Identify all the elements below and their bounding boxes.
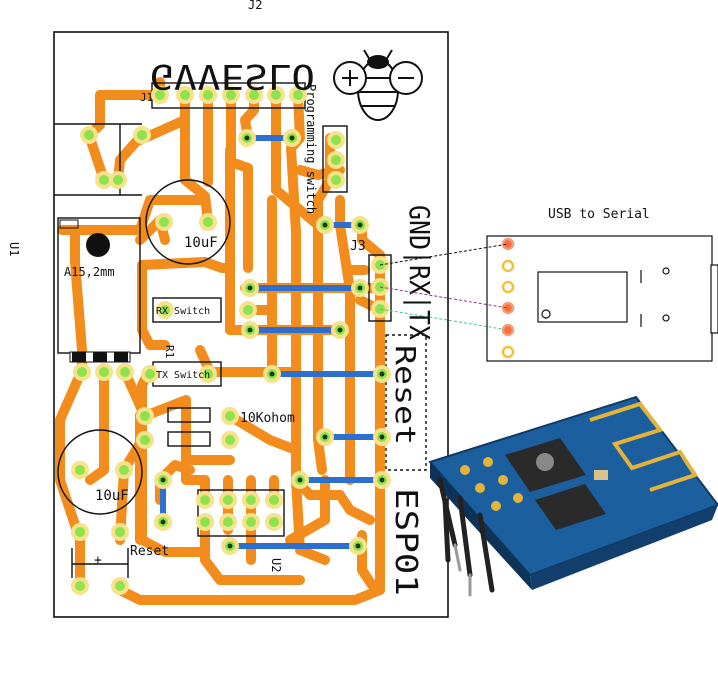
pad-center bbox=[203, 369, 213, 379]
label-rx-switch: RX Switch bbox=[156, 306, 210, 317]
label-regulator: A15,2mm bbox=[64, 265, 115, 279]
label-usb-to-serial: USB to Serial bbox=[548, 207, 650, 222]
label-programming-switch: Programming switch bbox=[304, 84, 318, 214]
drill-hole bbox=[357, 285, 363, 291]
board-title: GVVESLO bbox=[150, 56, 315, 96]
pad-center bbox=[331, 155, 341, 165]
pad-center bbox=[225, 411, 235, 421]
pad-center bbox=[155, 90, 165, 100]
pad-center bbox=[119, 465, 129, 475]
pads bbox=[71, 86, 391, 595]
usb-serial-pin bbox=[501, 280, 515, 294]
pad-center bbox=[200, 495, 210, 505]
drill-hole bbox=[160, 519, 166, 525]
label-cap-top: 10uF bbox=[184, 235, 218, 251]
pad-center bbox=[249, 90, 259, 100]
pad-center bbox=[180, 90, 190, 100]
drill-hole bbox=[160, 477, 166, 483]
pad-center bbox=[331, 175, 341, 185]
usb-serial-pin bbox=[501, 345, 515, 359]
pad-center bbox=[203, 90, 213, 100]
esp01-module-photo bbox=[428, 395, 718, 597]
pad-center bbox=[223, 495, 233, 505]
pad-center bbox=[145, 369, 155, 379]
pad-center bbox=[226, 90, 236, 100]
regulator-mount-hole bbox=[86, 233, 110, 257]
pad-center bbox=[75, 465, 85, 475]
pad-center bbox=[243, 305, 253, 315]
drill-hole bbox=[247, 327, 253, 333]
pad-center bbox=[140, 411, 150, 421]
bee-logo-icon bbox=[333, 49, 423, 121]
pad-center bbox=[246, 517, 256, 527]
pad-center bbox=[269, 495, 279, 505]
usb-serial-pin bbox=[501, 259, 515, 273]
usb-serial-pads bbox=[501, 237, 515, 359]
ref-u1: U1 bbox=[7, 242, 21, 256]
drill-hole bbox=[322, 434, 328, 440]
pad-center bbox=[115, 527, 125, 537]
regulator-pin bbox=[114, 352, 128, 362]
label-j3: J3 bbox=[350, 239, 366, 254]
ref-j2: J2 bbox=[248, 0, 262, 12]
drill-hole bbox=[337, 327, 343, 333]
label-resistor: 10Kohom bbox=[240, 411, 295, 426]
drill-hole bbox=[379, 434, 385, 440]
drill-hole bbox=[322, 222, 328, 228]
pad-center bbox=[140, 435, 150, 445]
pad-center bbox=[99, 367, 109, 377]
pad-center bbox=[246, 495, 256, 505]
pad-center bbox=[200, 517, 210, 527]
label-j1: J1 bbox=[140, 91, 153, 104]
usb-serial-module bbox=[486, 235, 718, 362]
label-cap-bottom: 10uF bbox=[95, 488, 129, 504]
pad-center bbox=[120, 367, 130, 377]
pad-center bbox=[99, 175, 109, 185]
drill-hole bbox=[247, 285, 253, 291]
usb-serial-pin bbox=[501, 301, 515, 315]
regulator-pin bbox=[72, 352, 86, 362]
pad-center bbox=[223, 517, 233, 527]
pad-center bbox=[84, 130, 94, 140]
drill-hole bbox=[244, 135, 250, 141]
pad-center bbox=[137, 130, 147, 140]
pad-center bbox=[203, 217, 213, 227]
pad-center bbox=[75, 527, 85, 537]
label-reset: Reset bbox=[130, 544, 169, 559]
label-r1: R1 bbox=[163, 345, 176, 358]
drill-hole bbox=[379, 477, 385, 483]
pad-center bbox=[269, 517, 279, 527]
pad-center bbox=[77, 367, 87, 377]
label-esp-title: ESP01 bbox=[388, 488, 423, 596]
drill-hole bbox=[227, 543, 233, 549]
pad-center bbox=[159, 217, 169, 227]
pad-center bbox=[331, 135, 341, 145]
pad-center bbox=[115, 581, 125, 591]
drill-hole bbox=[269, 371, 275, 377]
pad-center bbox=[75, 581, 85, 591]
pad-center bbox=[160, 305, 170, 315]
drill-hole bbox=[297, 477, 303, 483]
label-u2: U2 bbox=[269, 558, 283, 572]
usb-serial-pin bbox=[501, 323, 515, 337]
drill-hole bbox=[355, 543, 361, 549]
label-plus: + bbox=[94, 553, 102, 568]
label-pins: GND|RX|TX bbox=[403, 205, 436, 340]
connection-wires bbox=[379, 243, 509, 331]
label-reset-mirrored: Reset bbox=[389, 345, 422, 445]
pad-center bbox=[293, 90, 303, 100]
drill-hole bbox=[379, 371, 385, 377]
pad-center bbox=[271, 90, 281, 100]
pad-center bbox=[113, 175, 123, 185]
usb-serial-pin bbox=[501, 237, 515, 251]
drill-hole bbox=[289, 135, 295, 141]
pad-center bbox=[225, 435, 235, 445]
regulator-tab-outline bbox=[59, 219, 79, 229]
label-tx-switch: TX Switch bbox=[156, 370, 210, 381]
regulator-pin bbox=[93, 352, 107, 362]
drill-hole bbox=[357, 222, 363, 228]
